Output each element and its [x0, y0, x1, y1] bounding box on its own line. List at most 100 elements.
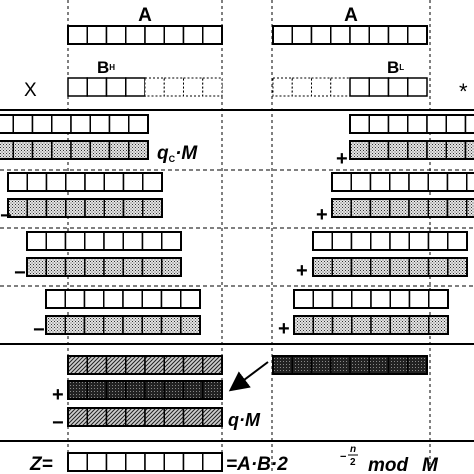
- register-cell: [408, 257, 430, 277]
- register-cell: [408, 172, 429, 192]
- register-cell: [182, 452, 204, 472]
- register-cell: [330, 355, 351, 375]
- register-cell: [202, 25, 223, 45]
- register-cell: [67, 25, 88, 45]
- register-cell: [144, 452, 165, 472]
- plus-sign: +: [336, 148, 348, 170]
- register-cell: [125, 355, 146, 375]
- formula-equals-ab: =A·B·2: [226, 454, 288, 474]
- register-cell: [0, 140, 14, 160]
- register-cell: [51, 140, 72, 160]
- register-cell: [163, 77, 184, 97]
- register-cell: [464, 140, 474, 160]
- register-cell: [349, 140, 370, 160]
- label-q-m: q·M: [228, 410, 261, 430]
- register-cell: [183, 77, 204, 97]
- register-border: [26, 231, 182, 251]
- register-cell: [427, 231, 449, 251]
- register-cell: [125, 452, 146, 472]
- label-b-low: BL: [387, 58, 404, 77]
- register-cell: [368, 25, 390, 45]
- plus-sign: +: [278, 318, 290, 340]
- register-cell: [291, 25, 313, 45]
- register-cell: [122, 198, 144, 218]
- register-cell: [202, 355, 223, 375]
- register-cell: [310, 355, 332, 375]
- register-cell: [163, 452, 185, 472]
- register-border: [67, 380, 223, 400]
- register-cell: [86, 380, 108, 400]
- register-cell: [161, 231, 182, 251]
- register-cell: [180, 289, 201, 309]
- register-cell: [349, 355, 370, 375]
- register-cell: [64, 231, 86, 251]
- register-cell: [408, 198, 429, 218]
- register-border: [26, 257, 182, 277]
- register-cell: [122, 289, 143, 309]
- register-cell: [272, 25, 293, 45]
- register-cell: [202, 407, 223, 427]
- register-cell: [0, 114, 14, 134]
- register-cell: [105, 452, 127, 472]
- register-cell: [349, 77, 370, 97]
- partial-product-right: [312, 231, 468, 251]
- minus-sign: −: [33, 319, 45, 341]
- register-cell: [26, 198, 48, 218]
- partial-product-right: [349, 114, 474, 134]
- formula-modulus: M: [422, 455, 439, 474]
- partial-sum-left: [0, 140, 149, 160]
- register-cell: [428, 315, 449, 335]
- register-cell: [89, 140, 111, 160]
- partial-product-left: [7, 172, 163, 192]
- register-cell: [26, 231, 47, 251]
- register-cell: [67, 77, 88, 97]
- register-border: [349, 114, 474, 134]
- register-cell: [407, 25, 428, 45]
- register-cell: [103, 315, 124, 335]
- register-b-low: [272, 77, 428, 97]
- register-cell: [86, 407, 108, 427]
- register-cell: [350, 231, 372, 251]
- register-cell: [427, 198, 449, 218]
- register-cell: [144, 380, 165, 400]
- register-cell: [26, 172, 48, 192]
- register-cell: [86, 452, 108, 472]
- register-cell: [160, 315, 182, 335]
- register-cell: [65, 172, 86, 192]
- register-cell: [12, 140, 34, 160]
- formula-exponent-2: 2: [350, 457, 356, 468]
- register-cell: [387, 355, 409, 375]
- partial-sum-right: [349, 140, 474, 160]
- partial-sum-right: [331, 198, 474, 218]
- register-cell: [83, 315, 105, 335]
- partial-sum-left: [7, 198, 163, 218]
- register-cell: [446, 172, 468, 192]
- register-cell: [141, 257, 163, 277]
- register-cell: [387, 77, 409, 97]
- register-cell: [86, 25, 108, 45]
- register-cell: [466, 172, 474, 192]
- register-border: [331, 198, 474, 218]
- partial-sum-right: [293, 315, 449, 335]
- register-cell: [293, 315, 314, 335]
- register-cell: [84, 172, 105, 192]
- register-cell: [389, 315, 411, 335]
- register-cell: [408, 289, 430, 309]
- register-cell: [426, 140, 447, 160]
- register-cell: [89, 114, 111, 134]
- register-cell: [142, 172, 163, 192]
- register-border: [312, 257, 468, 277]
- register-cell: [141, 289, 163, 309]
- minus-sign: −: [14, 262, 26, 284]
- register-cell: [142, 198, 163, 218]
- register-cell: [427, 172, 449, 192]
- register-cell: [163, 25, 185, 45]
- register-cell: [370, 289, 391, 309]
- result-z-register: [67, 452, 223, 472]
- register-a-right: [272, 25, 428, 45]
- register-cell: [408, 315, 430, 335]
- register-cell: [389, 257, 410, 277]
- register-border: [45, 289, 201, 309]
- plus-sign: +: [296, 260, 308, 282]
- register-cell: [369, 198, 391, 218]
